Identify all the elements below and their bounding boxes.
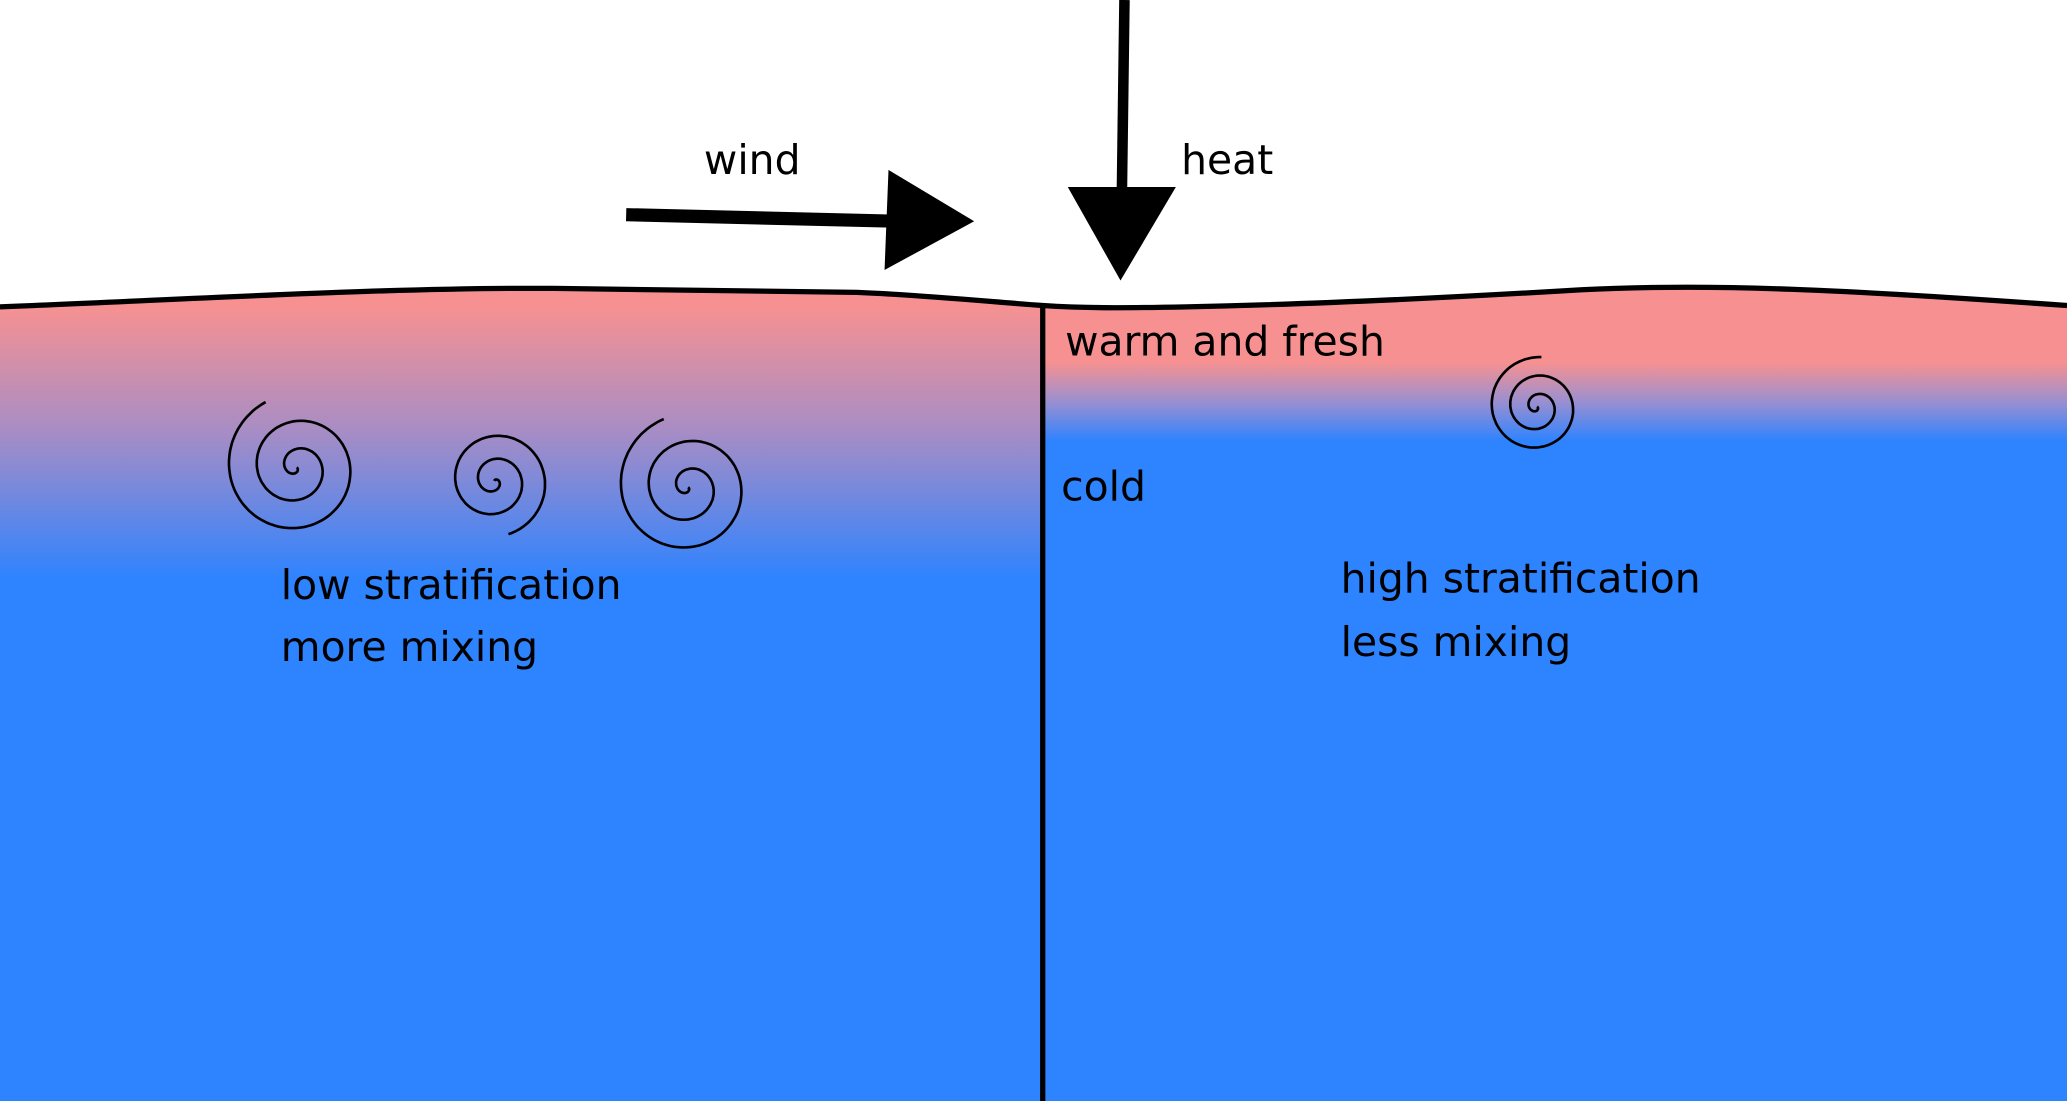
wind-arrow-icon [626, 169, 975, 270]
more-mixing-label: more mixing [281, 623, 538, 671]
eddy-spiral-icon [1490, 355, 1575, 449]
eddy-spirals [227, 355, 1575, 549]
ocean-right-region [1042, 287, 2067, 1101]
heat-label: heat [1181, 136, 1273, 184]
cold-label: cold [1061, 462, 1146, 510]
wind-label: wind [704, 136, 801, 184]
low-stratification-label: low stratification [281, 561, 622, 609]
high-stratification-label: high stratification [1341, 555, 1701, 603]
less-mixing-label: less mixing [1341, 618, 1572, 666]
ocean-left-region [0, 288, 1043, 1101]
warm-fresh-label: warm and fresh [1065, 318, 1385, 366]
eddy-spiral-icon [619, 417, 743, 549]
eddy-spiral-icon [227, 400, 352, 530]
eddy-spiral-icon [453, 434, 547, 536]
heat-arrow-icon [1067, 0, 1176, 281]
sea-surface-line [0, 284, 2067, 311]
